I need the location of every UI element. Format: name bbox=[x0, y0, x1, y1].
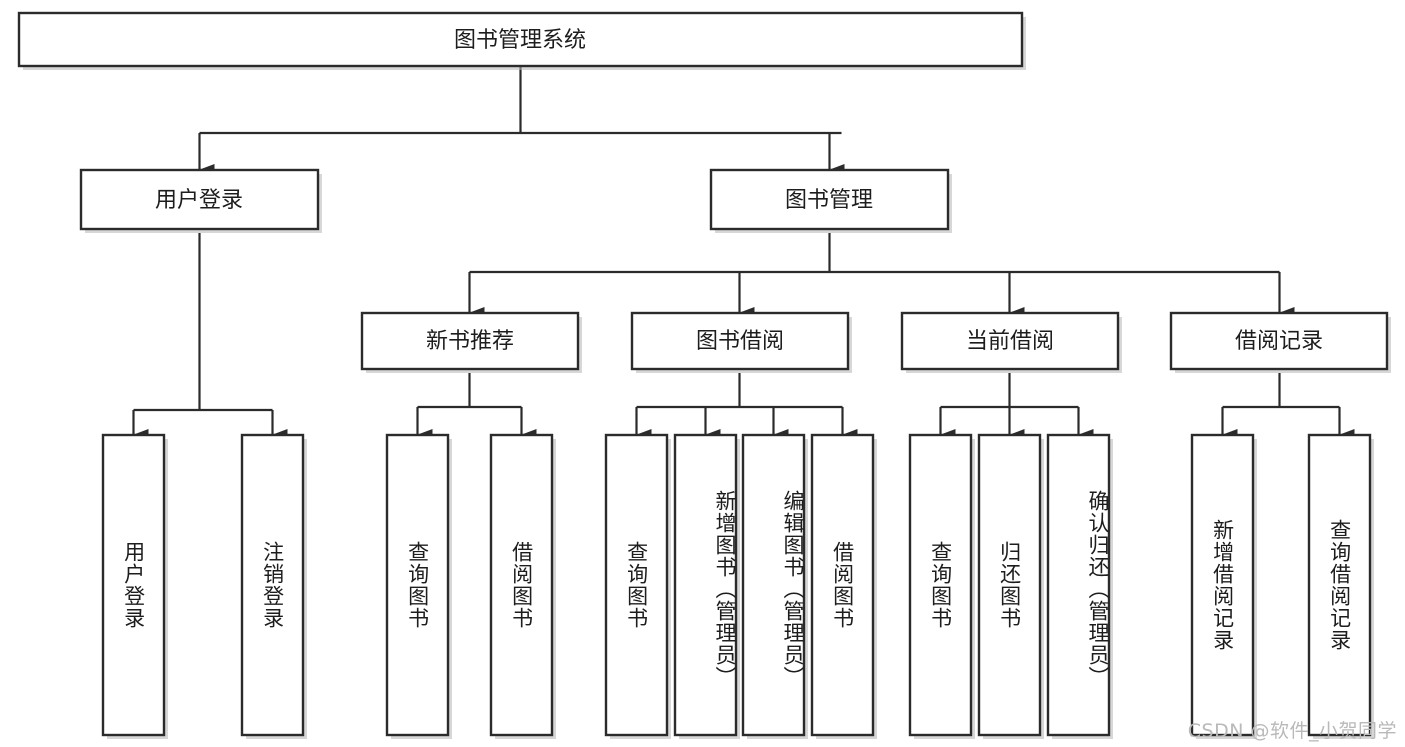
watermark-text: CSDN @软件_小贺同学 bbox=[1187, 720, 1397, 742]
node-user-login-box[interactable] bbox=[79, 168, 320, 231]
node-current-borrow-label: 当前借阅 bbox=[966, 329, 1054, 354]
leaf-book-borrow-2-box[interactable] bbox=[673, 433, 738, 737]
node-current-borrow[interactable]: 当前借阅 bbox=[900, 311, 1122, 373]
node-borrow-records-label: 借阅记录 bbox=[1235, 329, 1323, 354]
node-book-management-box[interactable] bbox=[709, 168, 950, 231]
node-current-borrow-box[interactable] bbox=[900, 311, 1120, 371]
leaf-user-login-1-box[interactable] bbox=[101, 433, 166, 737]
leaf-new-book-2-box[interactable] bbox=[489, 433, 554, 737]
node-book-borrow-box[interactable] bbox=[630, 311, 850, 371]
leaf-book-borrow-4-box[interactable] bbox=[810, 433, 875, 737]
leaf-book-borrow-3-box[interactable] bbox=[741, 433, 806, 737]
node-user-login-label: 用户登录 bbox=[155, 188, 243, 213]
leaf-box-layer bbox=[101, 433, 1374, 739]
node-borrow-records[interactable]: 借阅记录 bbox=[1169, 311, 1391, 373]
leaf-new-book-1-box[interactable] bbox=[385, 433, 450, 737]
node-root[interactable]: 图书管理系统 bbox=[17, 11, 1026, 70]
node-borrow-records-box[interactable] bbox=[1169, 311, 1389, 371]
node-root-box[interactable] bbox=[17, 11, 1024, 68]
node-book-borrow[interactable]: 图书借阅 bbox=[630, 311, 852, 373]
leaf-records-1-box[interactable] bbox=[1190, 433, 1255, 737]
leaf-user-login-2-box[interactable] bbox=[240, 433, 305, 737]
leaf-current-borrow-3-box[interactable] bbox=[1046, 433, 1111, 737]
node-book-management-label: 图书管理 bbox=[785, 188, 873, 213]
node-root-label: 图书管理系统 bbox=[454, 28, 586, 53]
node-user-login[interactable]: 用户登录 bbox=[79, 168, 322, 233]
leaf-current-borrow-2-box[interactable] bbox=[977, 433, 1042, 737]
node-new-book-recommend[interactable]: 新书推荐 bbox=[360, 311, 582, 373]
node-book-management[interactable]: 图书管理 bbox=[709, 168, 952, 233]
leaf-records-2-box[interactable] bbox=[1307, 433, 1372, 737]
leaf-book-borrow-1-box[interactable] bbox=[604, 433, 669, 737]
node-new-book-recommend-box[interactable] bbox=[360, 311, 580, 371]
connector-layer bbox=[132, 66, 1355, 441]
node-new-book-recommend-label: 新书推荐 bbox=[426, 329, 514, 354]
node-book-borrow-label: 图书借阅 bbox=[696, 329, 784, 354]
leaf-current-borrow-1-box[interactable] bbox=[908, 433, 973, 737]
